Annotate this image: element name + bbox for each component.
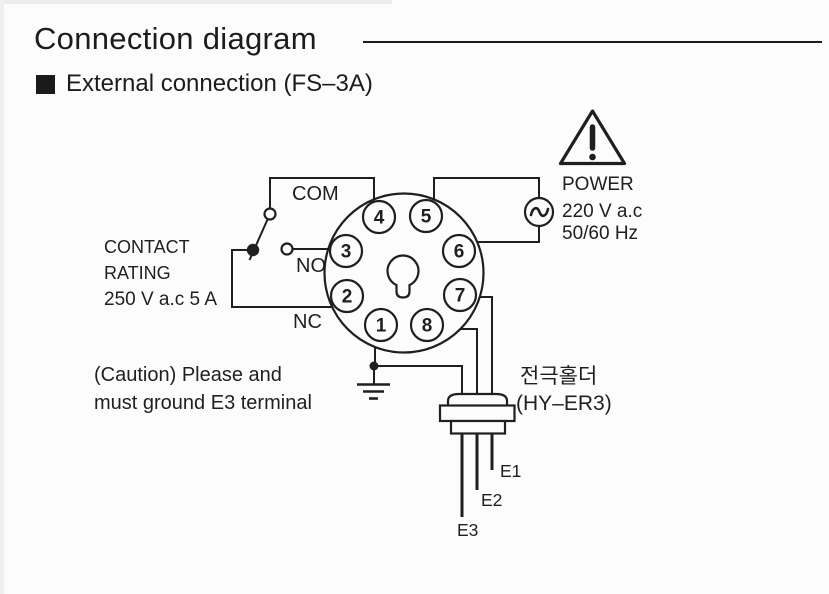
terminal-e1-label: E1 [500, 461, 521, 481]
pin-label: 3 [341, 242, 352, 263]
holder-body [449, 419, 507, 435]
holder-flange [438, 404, 516, 423]
section-heading: External connection (FS–3A) [36, 70, 373, 98]
pin-label: 4 [374, 208, 385, 229]
contact-rating-line3: 250 V a.c 5 A [104, 289, 217, 310]
socket-pin-7: 7 [442, 277, 478, 313]
wires [231, 177, 540, 396]
socket-pin-5: 5 [408, 198, 444, 234]
ground-icon [357, 383, 390, 400]
com-wire [269, 177, 375, 209]
contact-rating-line1: CONTACT [104, 237, 190, 257]
warning-icon [558, 109, 627, 166]
power-label: POWER [562, 174, 634, 195]
com-label: COM [292, 183, 339, 205]
socket-pin-6: 6 [441, 233, 477, 269]
com-contact-icon [263, 207, 277, 221]
contact-rating-line2: RATING [104, 263, 171, 283]
pin-label: 1 [376, 316, 387, 337]
holder-name: 전극홀더 [520, 365, 597, 388]
scan-edge-left [0, 0, 4, 594]
scan-edge-top [0, 0, 392, 4]
power-voltage: 220 V a.c [562, 201, 642, 222]
section-title: External connection (FS–3A) [66, 70, 373, 97]
ac-source-icon [523, 196, 555, 228]
socket-pin-8: 8 [409, 307, 445, 343]
switch-pivot-dot [246, 243, 260, 257]
octal-socket: 4 5 3 6 2 7 1 [323, 192, 485, 354]
junction-to-e3-wire [374, 365, 463, 396]
pin-label: 7 [455, 286, 466, 307]
terminal-e3-label: E3 [457, 520, 478, 540]
terminal-e2-label: E2 [481, 490, 502, 510]
pin-label: 6 [454, 242, 465, 263]
page-title: Connection diagram [34, 21, 317, 56]
holder-dome [446, 392, 509, 408]
pin-label: 2 [342, 287, 353, 308]
socket-pin-2: 2 [329, 278, 365, 314]
nc-wire [231, 249, 336, 308]
power-top-wire [433, 177, 540, 201]
pin-label: 5 [421, 207, 432, 228]
electrode-holder [438, 392, 516, 517]
no-label: NO [296, 255, 326, 277]
holder-model: (HY–ER3) [516, 392, 612, 415]
keyway-icon [386, 254, 420, 299]
title-rule [363, 41, 822, 43]
socket-pin-3: 3 [328, 233, 364, 269]
power-bottom-wire [474, 226, 540, 243]
pin7-to-e1-wire [473, 296, 493, 396]
socket-pin-1: 1 [363, 307, 399, 343]
socket-pin-4: 4 [361, 199, 397, 235]
section-square-marker [36, 74, 55, 94]
caution-line2: must ground E3 terminal [94, 392, 312, 414]
caution-line1: (Caution) Please and [94, 364, 282, 386]
junction-dot [369, 361, 379, 371]
no-contact-icon [280, 242, 294, 256]
nc-label: NC [293, 311, 322, 333]
pin-label: 8 [422, 316, 433, 337]
power-frequency: 50/60 Hz [562, 223, 638, 244]
